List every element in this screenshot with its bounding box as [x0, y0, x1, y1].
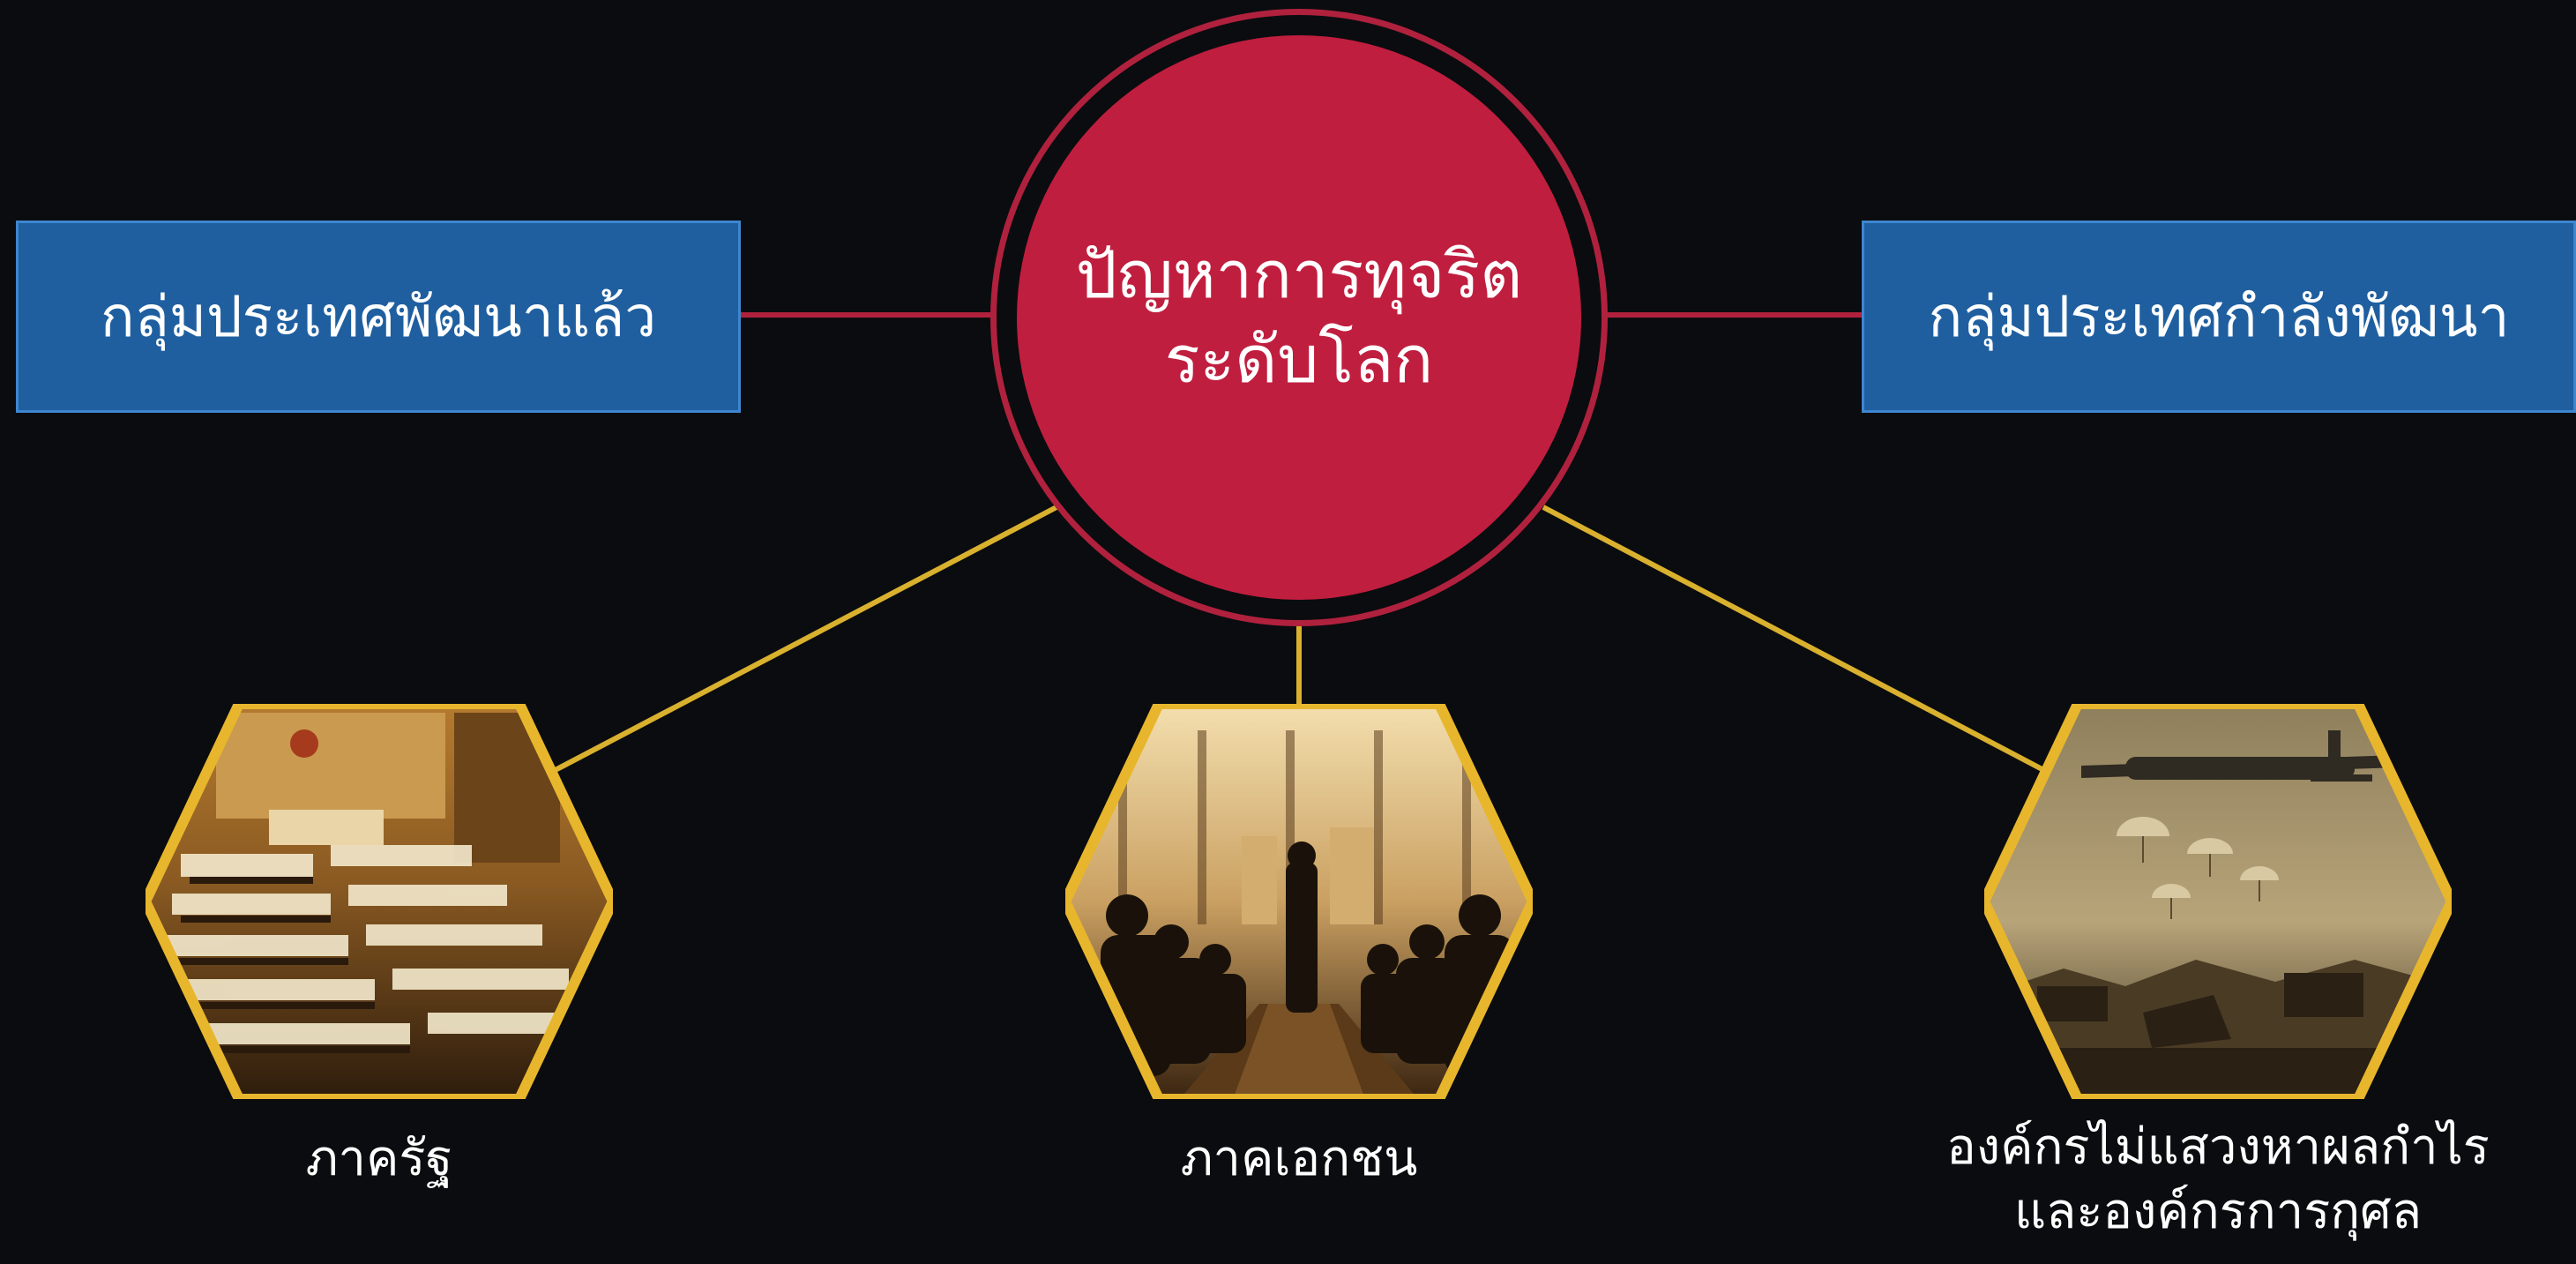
parliament-chamber-photo [146, 704, 613, 1099]
private-sector-label: ภาคเอกชน [1180, 1130, 1418, 1187]
public-sector-label: ภาครัฐ [305, 1130, 453, 1187]
developed-countries-label: กลุ่มประเทศพัฒนาแล้ว [100, 285, 657, 350]
hub-title-line1: ปัญหาการทุจริต [1075, 236, 1523, 313]
nonprofit-label-line1: องค์กรไม่แสวงหาผลกำไร [1946, 1118, 2490, 1176]
developing-countries-label: กลุ่มประเทศกำลังพัฒนา [1928, 285, 2510, 350]
public-sector-hexagon [146, 704, 613, 1099]
nonprofit-sector-hexagon [1984, 704, 2452, 1099]
hub-circle: ปัญหาการทุจริต ระดับโลก [1017, 35, 1581, 600]
connector-hub-to-public [547, 505, 1058, 776]
boardroom-meeting-photo [1065, 704, 1533, 1099]
private-sector-hexagon [1065, 704, 1533, 1099]
developed-countries-box: กลุ่มประเทศพัฒนาแล้ว [16, 221, 741, 413]
aid-airdrop-photo [1984, 704, 2452, 1099]
connector-hub-to-nonprofit [1542, 505, 2052, 776]
nonprofit-sector-label: องค์กรไม่แสวงหาผลกำไร และองค์กรการกุศล [1896, 1116, 2540, 1245]
nonprofit-label-line2: และองค์กรการกุศล [2013, 1182, 2423, 1240]
hub-title-line2: ระดับโลก [1164, 322, 1434, 398]
developing-countries-box: กลุ่มประเทศกำลังพัฒนา [1862, 221, 2576, 413]
